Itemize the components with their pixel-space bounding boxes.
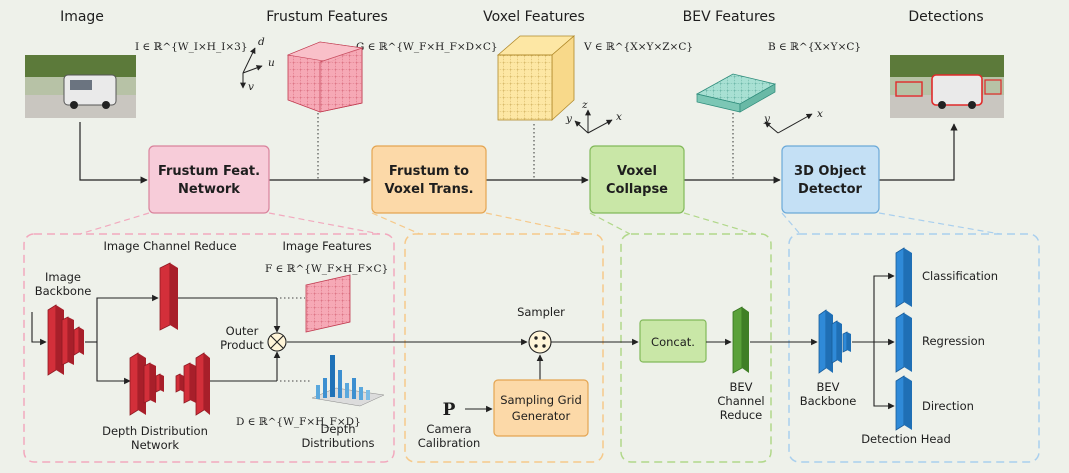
- sampling-grid-line2: Generator: [512, 409, 571, 423]
- header-bev-features: BEV Features: [683, 9, 776, 25]
- sampling-grid-line1: Sampling Grid: [500, 393, 582, 407]
- header-image: Image: [60, 9, 104, 25]
- axis-y: y: [565, 113, 573, 125]
- depth-distribution-network-blocks: [129, 352, 210, 416]
- frustum-to-voxel-block: Frustum to Voxel Trans.: [371, 145, 487, 214]
- axis-bev-x: x: [817, 108, 823, 120]
- detector-line1: 3D Object: [794, 164, 866, 179]
- frustum-detail-dotted: [280, 297, 312, 382]
- outer-product-symbol: [267, 332, 287, 352]
- math-voxel: V ∈ ℝ^{X×Y×Z×C}: [583, 41, 693, 53]
- bev-slab: [695, 73, 777, 113]
- header-detections: Detections: [908, 9, 983, 25]
- outer-product-line1: Outer: [226, 324, 259, 338]
- math-bev: B ∈ ℝ^{X×Y×C}: [768, 41, 861, 53]
- image-backbone-line2: Backbone: [35, 284, 92, 298]
- image-channel-reduce-block: [159, 262, 178, 331]
- frustum-feat-network-block: Frustum Feat. Network: [148, 145, 270, 214]
- regression-label: Regression: [922, 334, 985, 348]
- feature-connectors: [317, 113, 734, 180]
- voxel-cube: [496, 35, 576, 121]
- concat-label: Concat.: [651, 335, 695, 349]
- bev-backbone-blocks: [818, 309, 851, 374]
- depth-distributions-bars: [311, 355, 385, 407]
- frustum-voxel-line2: Voxel Trans.: [384, 182, 473, 197]
- frustum-volume: [286, 41, 364, 113]
- depth-dist-line2: Distributions: [301, 436, 374, 450]
- regression-head-block: [895, 312, 912, 373]
- bev-backbone-line1: BEV: [816, 380, 839, 394]
- frustum-feat-line2: Network: [178, 182, 240, 197]
- depth-dist-line1: Depth: [320, 422, 355, 436]
- panel-voxel-collapse: [620, 233, 772, 463]
- header-frustum-features: Frustum Features: [266, 9, 388, 25]
- voxel-collapse-line2: Collapse: [606, 182, 668, 197]
- concat-block: Concat.: [639, 319, 707, 363]
- axis-d: d: [258, 36, 265, 48]
- classification-head-block: [895, 247, 912, 308]
- math-frustum: G ∈ ℝ^{W_F×H_F×D×C}: [356, 41, 498, 53]
- direction-head-block: [895, 375, 912, 431]
- object-detector-block: 3D Object Detector: [781, 145, 880, 214]
- sampler-label: Sampler: [517, 305, 565, 319]
- camera-calib-line2: Calibration: [418, 436, 481, 450]
- axis-z: z: [581, 99, 588, 111]
- input-image-thumbnail: [25, 55, 136, 118]
- detector-line2: Detector: [798, 182, 862, 197]
- detections-thumbnail: [890, 55, 1004, 118]
- voxel-collapse-line1: Voxel: [617, 164, 657, 179]
- header-voxel-features: Voxel Features: [483, 9, 585, 25]
- image-features-label: Image Features: [282, 239, 371, 253]
- axis-bev-y: y: [763, 113, 771, 125]
- image-features-grid: [305, 274, 351, 333]
- image-backbone-line1: Image: [45, 270, 81, 284]
- frustum-detail-flow: [31, 294, 528, 385]
- depth-net-line2: Network: [131, 438, 179, 452]
- voxel-trans-flow: [465, 338, 639, 413]
- image-backbone-blocks: [47, 304, 84, 376]
- sampling-grid-generator-block: Sampling Grid Generator: [493, 379, 589, 437]
- bev-reduce-line2: Channel: [717, 394, 764, 408]
- detector-flow: [852, 272, 895, 410]
- math-depth: D ∈ ℝ^{W_F×H_F×D}: [236, 416, 361, 428]
- camera-matrix-symbol: P: [443, 400, 456, 420]
- voxel-axes: z y x: [565, 99, 622, 134]
- axis-x: x: [616, 111, 622, 123]
- math-features: F ∈ ℝ^{W_F×H_F×C}: [265, 263, 388, 275]
- direction-label: Direction: [922, 399, 974, 413]
- image-channel-reduce-label: Image Channel Reduce: [103, 239, 236, 253]
- depth-net-line1: Depth Distribution: [102, 424, 208, 438]
- panel-frustum-feat: [23, 233, 395, 463]
- frustum-feat-line1: Frustum Feat.: [158, 164, 260, 179]
- outer-product-line2: Product: [220, 338, 264, 352]
- bev-backbone-line2: Backbone: [800, 394, 857, 408]
- classification-label: Classification: [922, 269, 998, 283]
- bev-channel-reduce-block: [732, 306, 749, 374]
- main-flow: [79, 122, 958, 184]
- bev-axes: y x: [763, 108, 823, 134]
- frustum-voxel-line1: Frustum to: [389, 164, 469, 179]
- frustum-axes: d u v: [240, 36, 275, 93]
- sampler-symbol: [528, 330, 552, 354]
- bev-reduce-line1: BEV: [729, 380, 752, 394]
- math-image: I ∈ ℝ^{W_I×H_I×3}: [135, 41, 248, 53]
- bev-reduce-line3: Reduce: [720, 408, 763, 422]
- axis-u: u: [268, 57, 275, 69]
- voxel-collapse-block: Voxel Collapse: [589, 145, 685, 214]
- expansion-guides: [79, 212, 1001, 235]
- camera-calib-line1: Camera: [426, 422, 471, 436]
- detection-head-label: Detection Head: [861, 432, 951, 446]
- axis-v: v: [248, 81, 254, 93]
